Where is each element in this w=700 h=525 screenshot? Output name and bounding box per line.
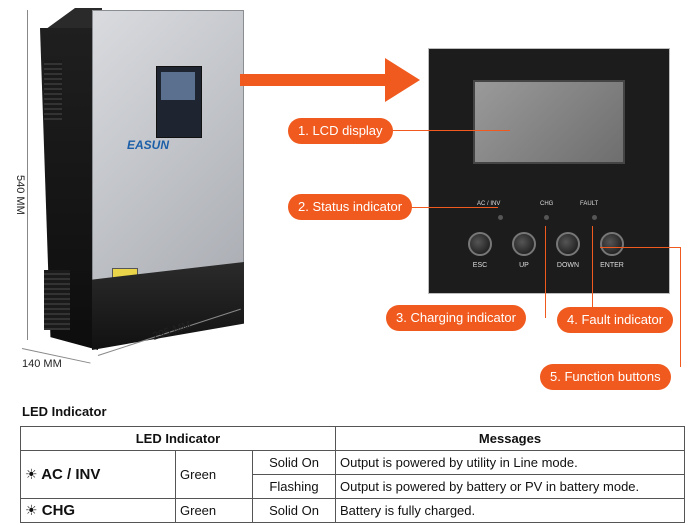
callout-line-status <box>408 207 498 208</box>
enter-button[interactable] <box>600 232 624 256</box>
callout-line-lcd <box>390 130 510 131</box>
led-label-ac-inv: AC / INV <box>477 201 501 207</box>
callout-charging-indicator: 3. Charging indicator <box>386 305 526 331</box>
callout-line-charging <box>545 226 546 318</box>
led-label-fault: FAULT <box>580 201 599 207</box>
callout-line-function-h <box>600 247 680 248</box>
callout-line-fault <box>592 226 593 308</box>
inverter-vent <box>44 60 62 120</box>
state-cell: Flashing <box>252 474 336 499</box>
chg-led <box>544 215 549 220</box>
esc-button-label: ESC <box>472 262 488 269</box>
down-button-label: DOWN <box>556 262 580 269</box>
callout-fault-indicator: 4. Fault indicator <box>557 307 674 333</box>
esc-button[interactable] <box>468 232 492 256</box>
led-name: CHG <box>41 502 76 519</box>
callout-line-function-v <box>680 247 681 367</box>
pointer-arrow-icon <box>240 58 420 102</box>
inverter-lcd-screen <box>161 72 195 100</box>
callout-function-buttons: 5. Function buttons <box>540 364 671 390</box>
up-button[interactable] <box>512 232 536 256</box>
header-led-indicator: LED Indicator <box>20 426 336 451</box>
enter-button-label: ENTER <box>600 262 624 269</box>
led-cell: ☀ AC / INV <box>20 450 176 499</box>
callout-lcd-display: 1. LCD display <box>288 118 393 144</box>
fault-led <box>592 215 597 220</box>
inverter-vent <box>44 270 70 330</box>
section-title: LED Indicator <box>22 404 107 419</box>
state-cell: Solid On <box>252 450 336 475</box>
led-indicator-table: LED Indicator Messages ☀ AC / INV Green … <box>20 426 685 523</box>
message-cell: Output is powered by utility in Line mod… <box>335 450 685 475</box>
color-cell: Green <box>175 450 253 499</box>
ac-inv-led <box>498 215 503 220</box>
inverter-front-panel <box>92 10 244 297</box>
header-messages: Messages <box>335 426 685 451</box>
brand-logo: EASUN <box>127 138 170 152</box>
depth-dimension-label: 140 MM <box>22 358 62 370</box>
led-cell: ☀ CHG <box>20 498 176 523</box>
led-name: AC / INV <box>41 466 101 483</box>
down-button[interactable] <box>556 232 580 256</box>
led-label-chg: CHG <box>540 201 554 207</box>
panel-lcd-display <box>473 80 625 164</box>
callout-status-indicator: 2. Status indicator <box>288 194 413 220</box>
sun-icon: ☀ <box>25 502 38 518</box>
message-cell: Battery is fully charged. <box>335 498 685 523</box>
up-button-label: UP <box>519 262 529 269</box>
height-dimension-label: 540 MM <box>14 175 26 215</box>
sun-icon: ☀ <box>25 466 38 482</box>
height-dimension-line <box>27 10 28 340</box>
message-cell: Output is powered by battery or PV in ba… <box>335 474 685 499</box>
state-cell: Solid On <box>252 498 336 523</box>
color-cell: Green <box>175 498 253 523</box>
